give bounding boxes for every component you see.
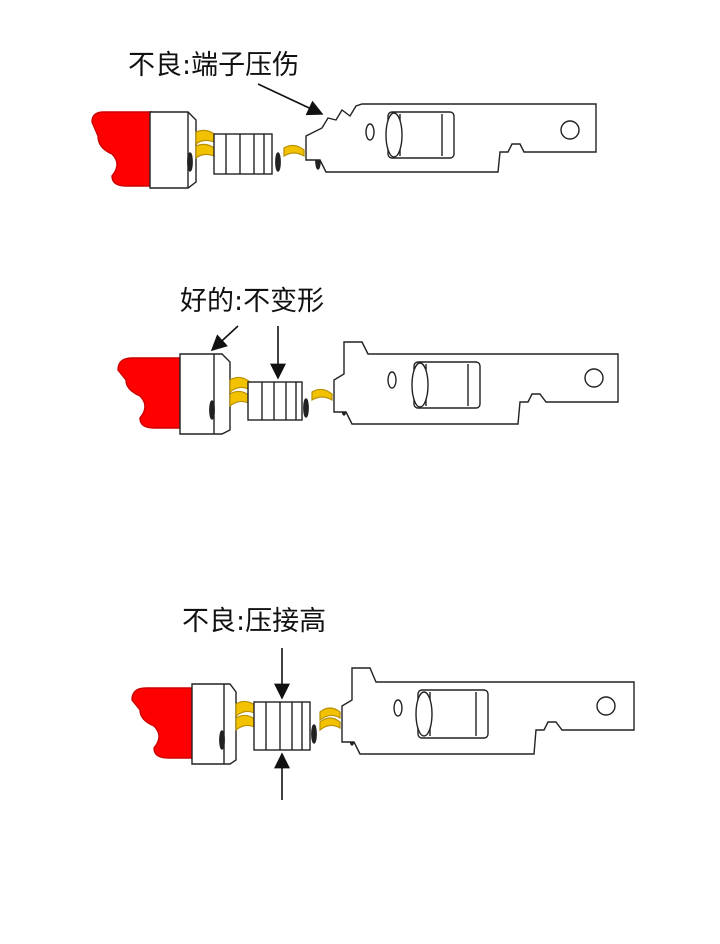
- terminal-good: [117, 341, 619, 435]
- wire-strands-left: [235, 700, 257, 732]
- terminal-eye: [596, 696, 616, 716]
- wire-strands-right: [283, 144, 305, 158]
- wire-strands-right: [311, 388, 333, 402]
- insulation-barrel: [179, 353, 231, 435]
- insulation-barrel: [191, 683, 237, 765]
- terminal-eye: [560, 120, 580, 140]
- wire-barrel: [253, 701, 311, 751]
- wire-insulation: [131, 687, 195, 759]
- terminal-eye: [584, 368, 604, 388]
- wire-barrel: [247, 381, 303, 421]
- terminal-damaged: [91, 103, 597, 189]
- arrow-damage: [257, 83, 324, 116]
- wire-insulation: [117, 357, 181, 429]
- wire-insulation: [91, 111, 153, 187]
- terminal-too-high: [131, 667, 635, 765]
- label-good: 好的:不变形: [180, 286, 325, 317]
- wire-barrel: [213, 133, 273, 175]
- insulation-barrel: [149, 111, 197, 189]
- wire-strands-right: [319, 707, 341, 732]
- wire-strands-left: [229, 376, 251, 408]
- label-damaged: 不良:端子压伤: [128, 50, 300, 81]
- wire-strands-left: [195, 129, 215, 160]
- arrow-good-left: [210, 325, 239, 352]
- label-too-high: 不良:压接高: [182, 606, 327, 637]
